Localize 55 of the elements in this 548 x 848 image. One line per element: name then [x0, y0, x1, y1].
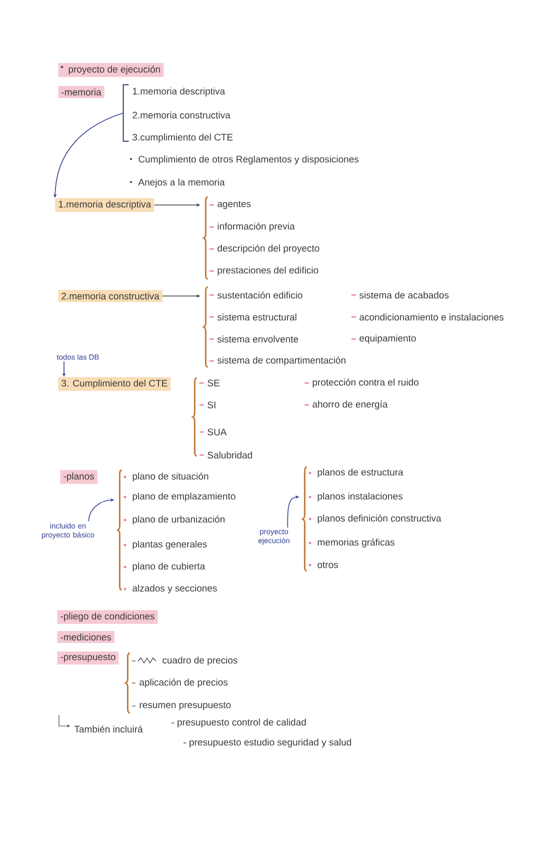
list-item: - presupuesto estudio seguridad y salud — [184, 738, 352, 748]
highlighted-heading: 2.memoria constructiva — [58, 290, 162, 302]
list-item: 1.memoria descriptiva — [132, 88, 226, 96]
highlighted-heading: -memoria — [58, 86, 104, 98]
list-item: plano de situación — [132, 472, 208, 482]
highlighted-heading: -planos — [60, 470, 98, 484]
highlighted-heading: -pliego de condiciones — [57, 610, 158, 624]
list-item: acondicionamiento e instalaciones — [360, 314, 504, 320]
highlighted-heading: proyecto de ejecución — [58, 63, 164, 77]
highlighted-heading: -presupuesto — [57, 651, 119, 665]
highlighted-heading: -mediciones — [57, 631, 114, 643]
list-item: SUA — [208, 428, 227, 436]
list-item: prestaciones del edificio — [218, 266, 318, 276]
highlighted-heading: 3. Cumplimiento del CTE — [58, 377, 171, 391]
curly-brace — [192, 377, 198, 457]
list-item: otros — [318, 562, 338, 568]
list-item: SI — [208, 402, 216, 408]
list-item: sistema de acabados — [359, 292, 449, 298]
note-text: También incluirá — [74, 725, 143, 733]
square-bracket — [122, 84, 130, 142]
list-item: aplicación de precios — [140, 678, 228, 688]
list-item: sistema envolvente — [217, 336, 298, 342]
list-item: 3.cumplimiento del CTE — [132, 134, 233, 142]
curly-brace — [124, 652, 130, 714]
list-item: planos definición constructiva — [318, 514, 442, 524]
list-item: 2.memoria constructiva — [132, 112, 230, 118]
list-item: plano de urbanización — [132, 516, 225, 524]
list-item: plano de cubierta — [132, 562, 206, 572]
list-item: alzados y secciones — [132, 584, 217, 594]
list-item: ahorro de energía — [312, 400, 388, 410]
list-item: - presupuesto control de calidad — [172, 718, 306, 728]
list-item: descripción del proyecto — [218, 244, 320, 254]
curly-brace — [202, 286, 208, 368]
list-item: memorias gráficas — [318, 538, 394, 548]
curly-brace — [116, 469, 122, 591]
list-item: sistema de compartimentación — [217, 356, 346, 366]
list-item: cuadro de precios — [162, 656, 238, 666]
list-item: plantas generales — [132, 540, 207, 550]
list-item: sistema estructural — [217, 314, 296, 320]
list-item: Salubridad — [208, 452, 252, 458]
list-item: planos de estructura — [318, 468, 404, 478]
list-item: resumen presupuesto — [140, 702, 231, 710]
list-item: protección contra el ruido — [312, 378, 418, 388]
list-item: agentes — [218, 200, 251, 210]
curly-brace — [302, 466, 308, 572]
list-item: información previa — [218, 222, 295, 232]
list-item: planos instalaciones — [318, 492, 402, 502]
curly-brace — [202, 196, 208, 280]
highlighted-heading: 1.memoria descriptiva — [55, 198, 154, 212]
list-item: SE — [208, 380, 220, 386]
list-item: Anejos a la memoria — [138, 178, 225, 188]
list-item: sustentación edificio — [217, 291, 302, 299]
list-item: Cumplimiento de otros Reglamentos y disposiciones — [138, 156, 359, 164]
list-item: equipamiento — [360, 334, 416, 344]
list-item: plano de emplazamiento — [132, 492, 236, 502]
